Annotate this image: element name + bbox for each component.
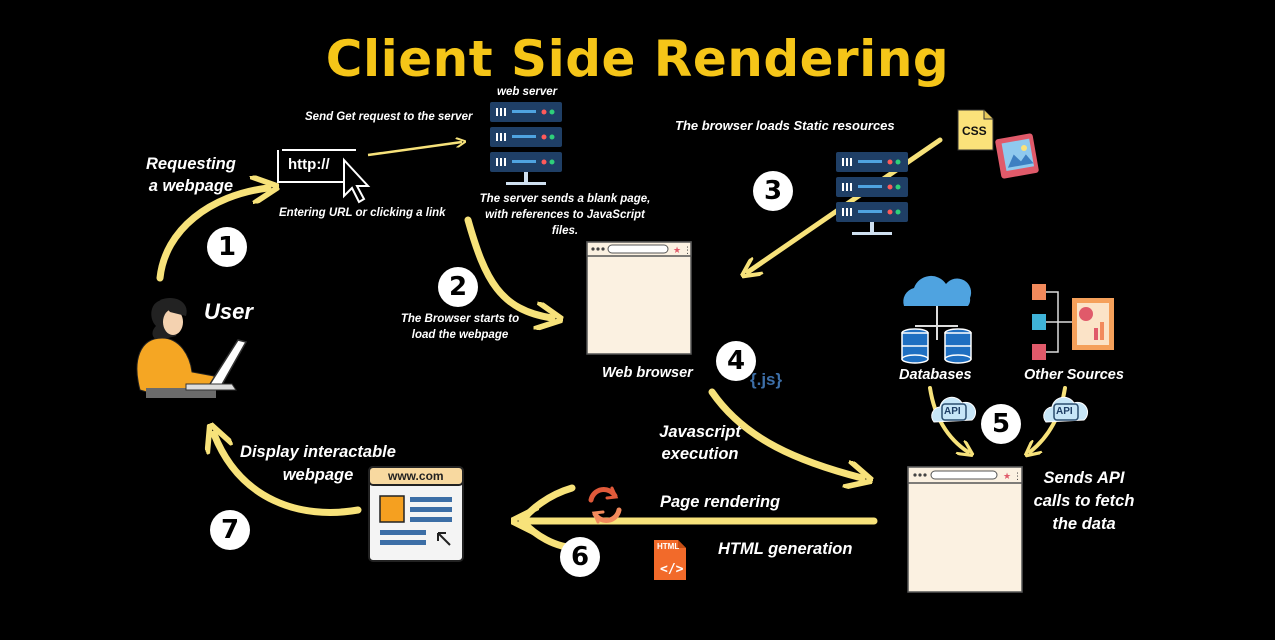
js-tag: {.js}	[750, 370, 783, 389]
web-browser-window: ★ ⋮	[586, 241, 692, 355]
page-rendering-label: Page rendering	[660, 493, 781, 511]
js-execution-label: Javascript execution	[659, 423, 741, 463]
arrow-step-2	[464, 216, 552, 318]
api-label-right: API	[1056, 406, 1073, 417]
requesting-label: Requesting a webpage	[146, 155, 236, 195]
other-sources-icon	[1032, 284, 1114, 360]
step-7-badge: 7	[210, 510, 250, 550]
step-3-badge: 3	[753, 171, 793, 211]
entering-url-label: Entering URL or clicking a link	[279, 207, 446, 219]
server-sends-label: The server sends a blank page, with refe…	[479, 193, 651, 237]
svg-text:★: ★	[1003, 471, 1011, 481]
page-title: Client Side Rendering	[325, 30, 950, 88]
svg-text:★: ★	[673, 245, 681, 255]
api-label-left: API	[944, 406, 961, 417]
svg-text:</>: </>	[660, 562, 684, 577]
arrow-step-7	[214, 434, 362, 516]
cursor-icon	[343, 157, 371, 204]
arrow-api-right	[1030, 386, 1067, 452]
cloud-database-icon	[901, 275, 972, 364]
css-file-label: CSS	[962, 124, 987, 138]
url-text: http://	[288, 156, 330, 173]
web-browser-label: Web browser	[602, 365, 693, 381]
image-file-icon	[995, 133, 1039, 179]
send-get-label: Send Get request to the server	[305, 111, 473, 123]
api-cloud-icon-left	[931, 396, 977, 423]
svg-text:⋮: ⋮	[1013, 471, 1022, 481]
display-page-label: Display interactable webpage	[240, 443, 396, 484]
html-file-label: HTML	[657, 542, 680, 551]
api-cloud-icon-right	[1043, 396, 1089, 423]
arrow-get-request	[367, 142, 462, 157]
arrow-step-4	[708, 388, 862, 478]
static-server-icon	[836, 152, 908, 235]
arrow-api-left	[928, 386, 968, 452]
step-5-badge: 5	[981, 404, 1021, 444]
browser-starts-label: The Browser starts to load the webpage	[400, 313, 520, 341]
webpage-icon	[368, 466, 464, 562]
step-2-badge: 2	[438, 267, 478, 307]
static-resources-label: The browser loads Static resources	[675, 118, 895, 133]
step-4-badge: 4	[716, 341, 756, 381]
www-label: www.com	[388, 469, 444, 483]
web-server-icon	[490, 102, 562, 185]
databases-label: Databases	[899, 367, 972, 383]
other-sources-label: Other Sources	[1024, 367, 1124, 383]
user-label: User	[204, 299, 253, 324]
svg-text:⋮: ⋮	[683, 245, 692, 255]
arrow-step-1	[156, 188, 268, 282]
step-1-badge: 1	[207, 227, 247, 267]
css-file-icon	[957, 109, 994, 151]
url-bar	[277, 149, 356, 183]
html-generation-label: HTML generation	[718, 540, 853, 558]
refresh-icon	[588, 486, 622, 524]
html-file-icon: </>	[654, 540, 686, 580]
sends-api-label: Sends API calls to fetch the data	[1033, 469, 1135, 533]
web-server-label: web server	[497, 86, 558, 98]
user-illustration	[136, 297, 248, 398]
step-6-badge: 6	[560, 537, 600, 577]
rendering-browser-window: ★ ⋮	[907, 466, 1023, 593]
